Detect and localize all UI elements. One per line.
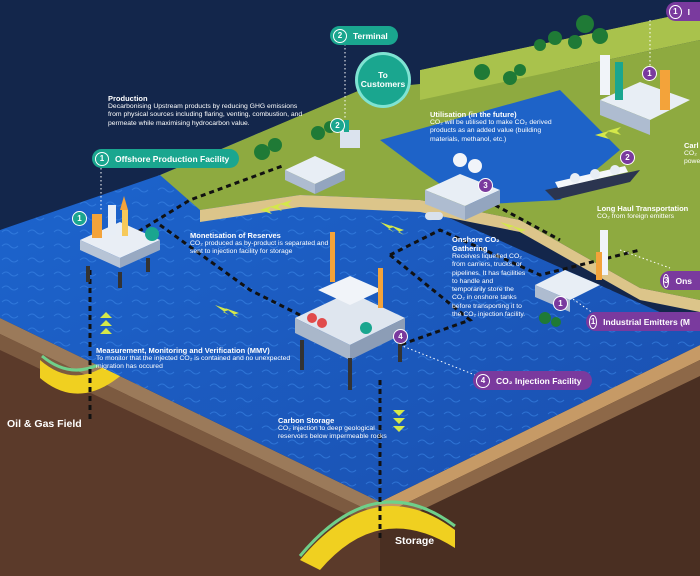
utilisation-body: CO₂ will be utilised to make CO₂ derived… bbox=[430, 119, 552, 143]
mmv-title: Measurement, Monitoring and Verification… bbox=[96, 346, 270, 355]
pill-label: Offshore Production Facility bbox=[115, 153, 230, 164]
badge-rig: 1 bbox=[72, 211, 87, 226]
earth-cross-section bbox=[0, 318, 700, 576]
badge-gathering: 3 bbox=[478, 178, 493, 193]
industrial-emitters bbox=[535, 55, 690, 312]
badge-platform: 4 bbox=[393, 329, 408, 344]
pill-label: I bbox=[687, 6, 690, 17]
pill-number: 1 bbox=[589, 314, 598, 329]
gathering-body: Receives liquefied CO₂ from carriers, tr… bbox=[452, 253, 526, 319]
utilisation-annotation: Utilisation (in the future) CO₂ will be … bbox=[430, 110, 566, 144]
inlet-water bbox=[380, 90, 620, 205]
flow-arrows bbox=[100, 127, 621, 432]
pill-number: 1 bbox=[95, 151, 109, 166]
pill-terminal: 2 Terminal bbox=[330, 26, 398, 45]
pipelines bbox=[88, 163, 641, 540]
pill-label: Ons bbox=[675, 275, 692, 286]
carbon-storage-title: Carbon Storage bbox=[278, 416, 335, 425]
carbon-storage-body: CO₂ injection to deep geological reservo… bbox=[278, 425, 387, 441]
gathering-annotation: Onshore CO₂ Gathering Receives liquefied… bbox=[452, 235, 528, 319]
monetisation-body: CO₂ produced as by-product is separated … bbox=[190, 240, 329, 256]
pill-label: CO₂ Injection Facility bbox=[496, 375, 582, 386]
pill-label: Industrial Emitters (M bbox=[603, 316, 690, 327]
production-annotation: Production Decarbonising Upstream produc… bbox=[108, 94, 308, 128]
pill-top-right: 1 I bbox=[666, 2, 700, 21]
offshore-production-rig bbox=[80, 196, 160, 288]
onshore-gathering-facility bbox=[425, 153, 500, 220]
carbon-storage-annotation: Carbon Storage CO₂ injection to deep geo… bbox=[278, 416, 390, 442]
terminal-buildings bbox=[285, 120, 360, 194]
production-title: Production bbox=[108, 94, 148, 103]
long-haul-body: CO₂ from foreign emitters bbox=[597, 213, 675, 220]
badge-carrier: 2 bbox=[620, 150, 635, 165]
right-edge-annotation: Carl CO₂ powe bbox=[684, 141, 700, 167]
mmv-annotation: Measurement, Monitoring and Verification… bbox=[96, 346, 296, 372]
utilisation-title: Utilisation (in the future) bbox=[430, 110, 517, 119]
pill-label: Terminal bbox=[353, 30, 388, 41]
right-edge-title: Carl bbox=[684, 141, 699, 150]
long-haul-annotation: Long Haul Transportation CO₂ from foreig… bbox=[597, 204, 697, 221]
pill-number: 3 bbox=[663, 273, 670, 288]
badge-emitter-bottom: 1 bbox=[553, 296, 568, 311]
pill-industrial-emitters: 1 Industrial Emitters (M bbox=[586, 312, 700, 331]
pill-co2-injection: 4 CO₂ Injection Facility bbox=[473, 371, 592, 390]
badge-terminal: 2 bbox=[330, 118, 345, 133]
pill-number: 2 bbox=[333, 28, 347, 43]
storage-label: Storage bbox=[395, 535, 435, 547]
pill-number: 1 bbox=[669, 4, 682, 19]
right-edge-body: CO₂ powe bbox=[684, 150, 700, 166]
pill-onshore: 3 Ons bbox=[660, 271, 700, 290]
gathering-title: Onshore CO₂ Gathering bbox=[452, 235, 500, 253]
pill-offshore-production: 1 Offshore Production Facility bbox=[92, 149, 240, 168]
co2-injection-platform bbox=[295, 232, 405, 390]
co2-carrier-ship bbox=[545, 165, 640, 200]
to-customers-bubble: To Customers bbox=[358, 55, 408, 105]
production-body: Decarbonising Upstream products by reduc… bbox=[108, 103, 303, 127]
storage-reservoir bbox=[298, 500, 456, 570]
monetisation-title: Monetisation of Reserves bbox=[190, 231, 281, 240]
to-customers-label: To Customers bbox=[360, 70, 406, 89]
oil-gas-field-label: Oil & Gas Field bbox=[7, 418, 82, 430]
pill-number: 4 bbox=[476, 373, 490, 388]
mmv-body: To monitor that the injected CO₂ is cont… bbox=[96, 355, 291, 371]
monetisation-annotation: Monetisation of Reserves CO₂ produced as… bbox=[190, 231, 332, 257]
long-haul-title: Long Haul Transportation bbox=[597, 204, 689, 213]
badge-emitter-right: 1 bbox=[642, 66, 657, 81]
trees bbox=[254, 15, 608, 327]
